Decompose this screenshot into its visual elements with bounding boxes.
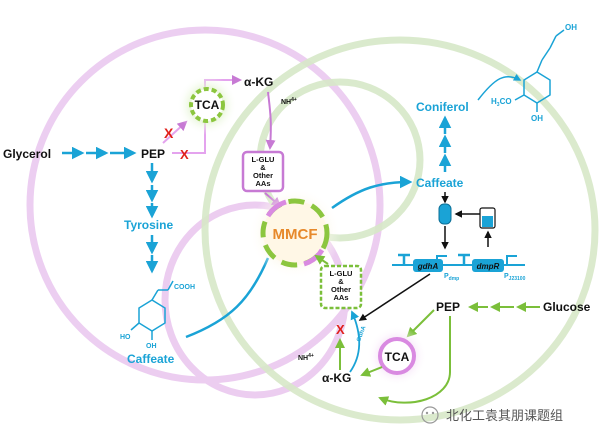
mmcf-ring: [260, 198, 330, 268]
ho-left-label: HO: [120, 334, 131, 341]
lglu-left-line-4: AAs: [255, 179, 270, 188]
nh4-right-label: NH4+: [298, 353, 314, 362]
mmcf-ring-purple-1: [265, 199, 287, 218]
watermark: 北化工袁其朋课题组: [421, 406, 563, 424]
lglu-right-line-2: &: [338, 277, 344, 286]
oh-top-label: OH: [565, 23, 577, 32]
nh4-left-label: NH4+: [281, 97, 297, 106]
lglu-right-to-mmcf-arrow: [314, 254, 329, 265]
block-x-1: X: [164, 125, 174, 141]
glycerol-label: Glycerol: [3, 147, 51, 161]
akg-left-label: α-KG: [244, 75, 273, 89]
caffeate-transfer-right: [331, 175, 413, 210]
pdmp-label: Pdmp: [444, 273, 459, 282]
lglu-left-line-3: Other: [253, 171, 273, 180]
lglu-right-line-4: AAs: [333, 293, 348, 302]
pep-right-label: PEP: [436, 300, 460, 314]
tca-left-circle: [189, 87, 225, 123]
coniferol-label: Coniferol: [416, 100, 469, 114]
pj23100-label: PJ23100: [504, 273, 526, 282]
block-x-2: X: [180, 147, 189, 162]
pep-to-tca-arrow: [162, 120, 188, 144]
lglu-right-line-1: L-GLU: [330, 269, 353, 278]
lglu-left-line-2: &: [260, 163, 266, 172]
terminator-1: [398, 253, 410, 265]
caffeate-transfer-left: [185, 257, 270, 339]
oh-left-label: OH: [146, 343, 157, 350]
gdha-gene-box: [413, 259, 443, 272]
lglu-left-line-1: L-GLU: [252, 155, 275, 164]
block-x-3: X: [336, 322, 345, 337]
coniferol-structure: [514, 29, 565, 112]
mmcf-label: MMCF: [273, 226, 318, 243]
akg-to-lglu-arrow: [265, 91, 276, 150]
lglu-left-box: [241, 150, 285, 193]
caffeate-left-label: Caffeate: [127, 352, 175, 366]
caffeate-right-label: Caffeate: [416, 176, 464, 190]
tca-left-label: TCA: [195, 98, 220, 112]
gdha-to-lglu-arrow: [358, 273, 431, 321]
coniferol-to-structure-arrow: [477, 73, 522, 101]
lglu-right-line-3: Other: [331, 285, 351, 294]
caffeate-structure-left: [130, 280, 174, 340]
terminator-2: [458, 253, 470, 265]
sensor-cylinder-1: [438, 203, 452, 225]
cooh-label: COOH: [174, 284, 195, 291]
glucose-label: Glucose: [543, 300, 591, 314]
oh-bottom-label: OH: [531, 114, 543, 123]
pep-left-label: PEP: [141, 147, 165, 161]
gdha-enzyme-arrow: [349, 310, 361, 373]
dmpr-gene-box: [472, 259, 504, 272]
dmpr-gene-label: dmpR: [477, 262, 500, 271]
sensor-cylinder-2-fill: [482, 216, 493, 227]
pep-to-akg-green-route: [378, 371, 451, 406]
tyrosine-label: Tyrosine: [124, 218, 173, 232]
gdha-gene-label: gdhA: [417, 262, 439, 271]
akg-right-label: α-KG: [322, 371, 351, 385]
h3co-label: H3CO: [491, 97, 512, 108]
lglu-right-box: [319, 264, 363, 310]
tca-right-label: TCA: [385, 350, 410, 364]
tca-to-akg-right-arrow: [360, 366, 383, 377]
gdha-enzyme-label: GdhA: [356, 325, 367, 343]
wechat-icon: [421, 406, 439, 424]
watermark-text: 北化工袁其朋课题组: [446, 409, 563, 424]
promoter-j23100: [506, 255, 517, 265]
mmcf-ring-purple-2: [303, 248, 325, 267]
tca-right-circle: [378, 337, 416, 375]
